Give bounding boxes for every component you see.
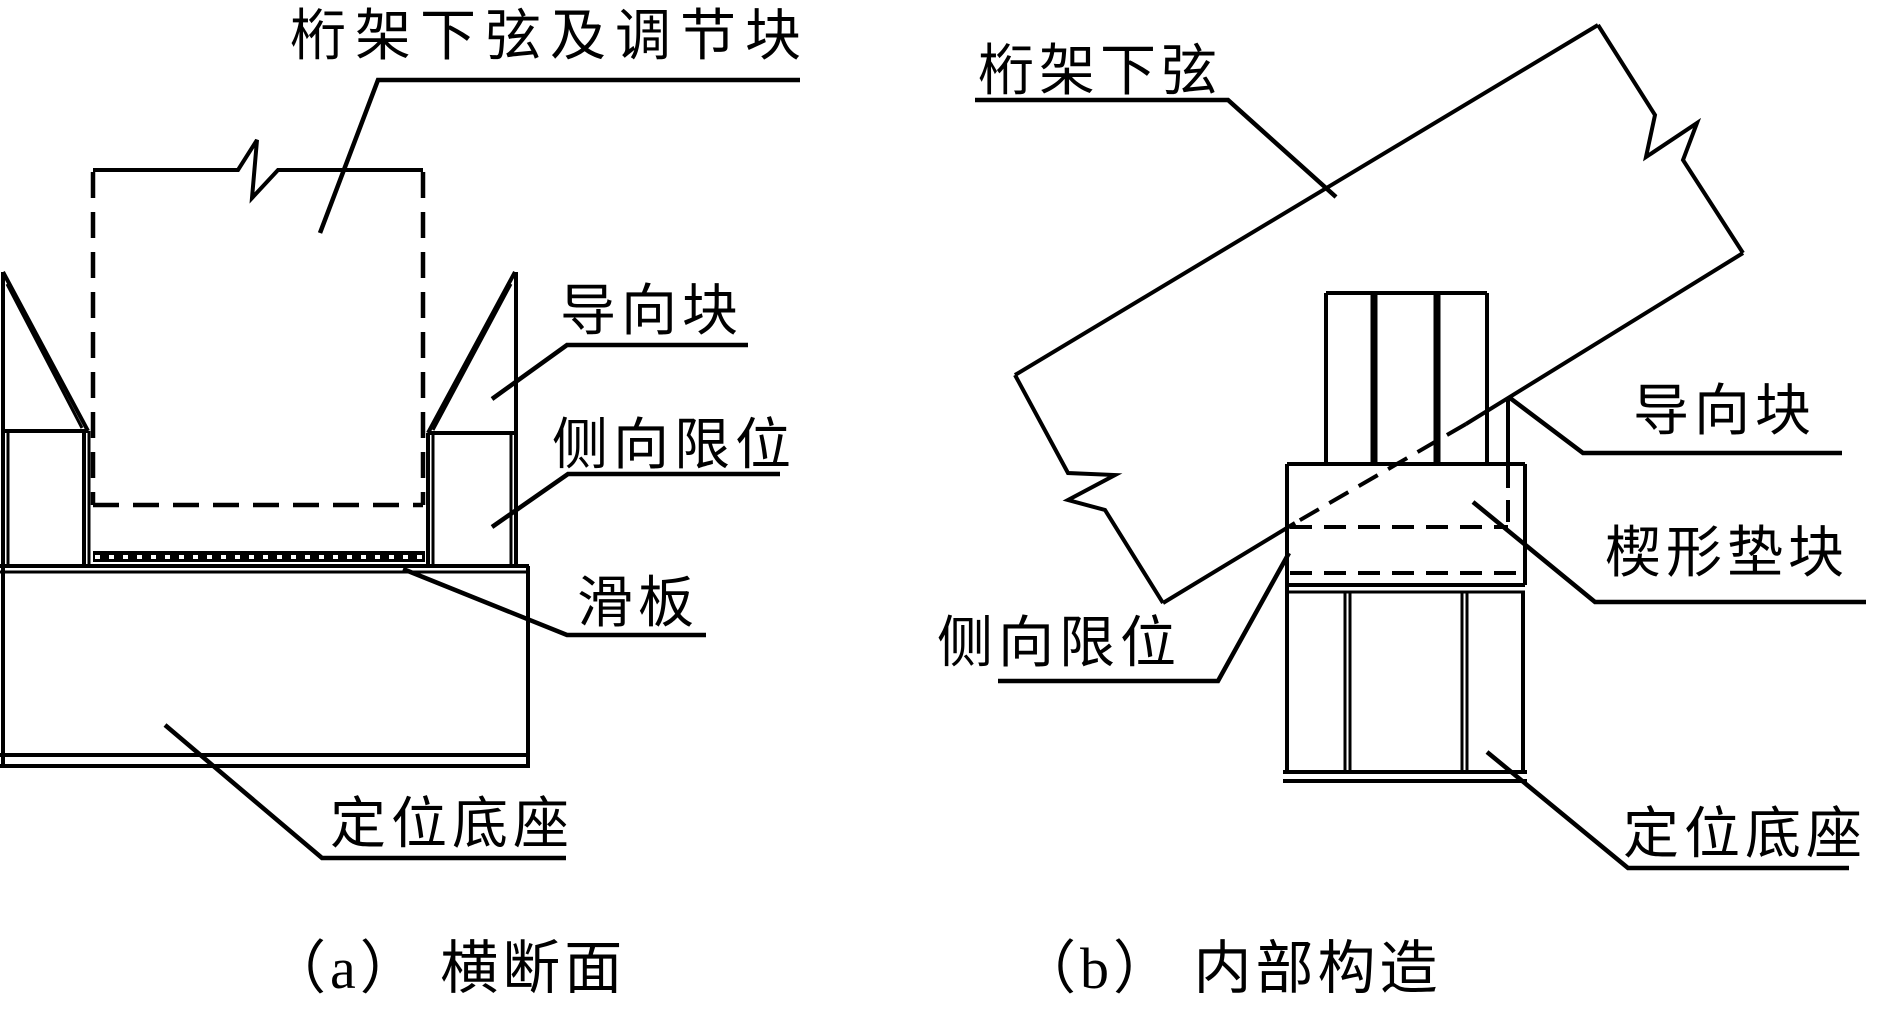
- leader-slide-a: [402, 566, 706, 638]
- label-wedge-b: 楔形垫块: [1605, 523, 1849, 585]
- band-top-edge: [1013, 23, 1600, 377]
- leader-chord-b: [975, 97, 1338, 199]
- label-guide-b: 导向块: [1633, 381, 1816, 443]
- band-right-cap-with-break: [1596, 23, 1745, 255]
- band-bottom-edge-solid-left: [1161, 521, 1297, 605]
- figure-a: 桁架下弦及调节块 导向块 侧向限位 滑板 定位底座 （a） 横断面: [0, 6, 810, 1001]
- slide-plate-strip: [93, 551, 425, 562]
- guide-triangle-left-hypotenuse-inner: [5, 283, 84, 429]
- band-left-cap-with-break: [1013, 374, 1165, 605]
- band-bottom-edge-solid-right: [1464, 251, 1745, 426]
- caption-b: （b） 内部构造: [1018, 936, 1442, 1001]
- label-chord-a: 桁架下弦及调节块: [290, 6, 810, 68]
- leader-wedge-b: [1471, 500, 1866, 605]
- guide-triangle-right-hypotenuse-inner: [431, 283, 513, 431]
- chord-box-top-with-break: [93, 138, 423, 204]
- leader-chord-a: [317, 77, 800, 234]
- guide-triangle-right-hypotenuse: [426, 271, 517, 434]
- caption-a: （a） 横断面: [268, 936, 626, 1001]
- label-base-b: 定位底座: [1623, 804, 1867, 866]
- leader-base-a: [163, 723, 566, 861]
- leader-base-b: [1485, 750, 1849, 871]
- leader-lateral-b: [998, 551, 1291, 684]
- label-lateral-a: 侧向限位: [552, 415, 796, 477]
- leader-lateral-a: [490, 471, 780, 529]
- leader-guide-b: [1508, 396, 1842, 456]
- label-base-a: 定位底座: [330, 794, 574, 856]
- figure-b: 桁架下弦 导向块 楔形垫块 侧向限位 定位底座 （b） 内部构造: [937, 23, 1867, 1001]
- label-guide-a: 导向块: [560, 281, 743, 343]
- label-slide-a: 滑板: [577, 573, 699, 635]
- label-lateral-b: 侧向限位: [937, 613, 1181, 675]
- leader-guide-a: [490, 342, 748, 401]
- guide-triangle-left-hypotenuse: [1, 271, 90, 432]
- label-chord-b: 桁架下弦: [978, 41, 1222, 103]
